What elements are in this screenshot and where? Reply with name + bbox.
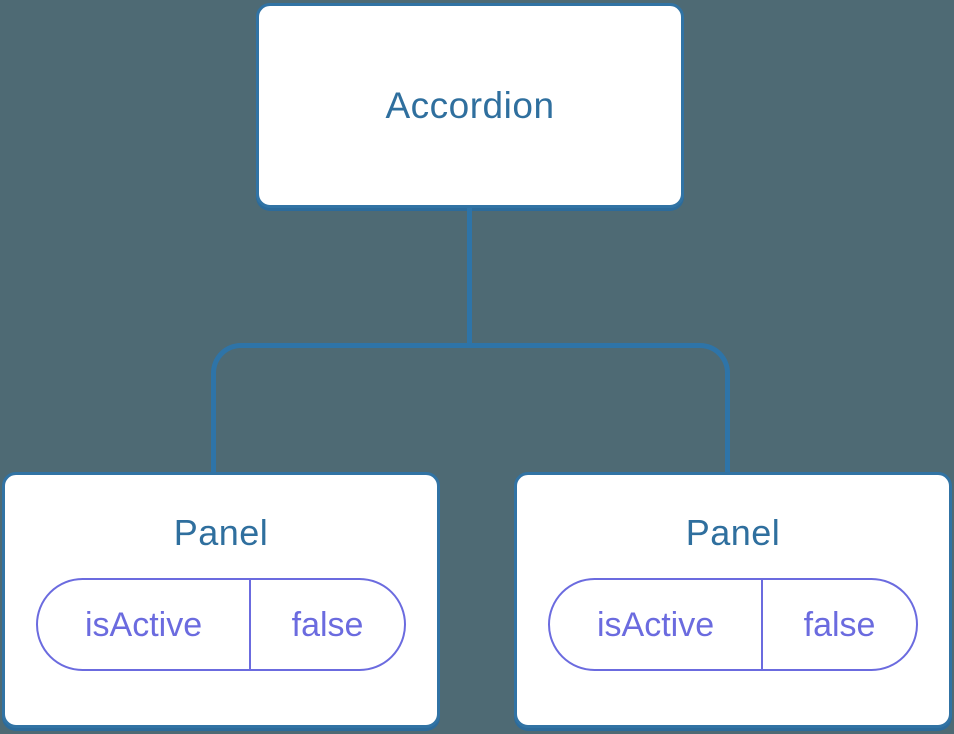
connector-branch-bracket <box>211 343 730 473</box>
state-name: isActive <box>38 580 252 669</box>
state-pill: isActive false <box>548 578 918 671</box>
panel-node-left: Panel isActive false <box>2 472 440 728</box>
state-pill: isActive false <box>36 578 406 671</box>
state-value: false <box>291 605 364 644</box>
connector-stem-line <box>467 208 472 348</box>
panel-node-right: Panel isActive false <box>514 472 952 728</box>
panel-node-label: Panel <box>173 512 269 553</box>
accordion-node: Accordion <box>256 3 684 208</box>
state-value: false <box>803 605 876 644</box>
state-name: isActive <box>550 580 764 669</box>
accordion-node-label: Accordion <box>385 85 555 126</box>
panel-node-label: Panel <box>685 512 781 553</box>
